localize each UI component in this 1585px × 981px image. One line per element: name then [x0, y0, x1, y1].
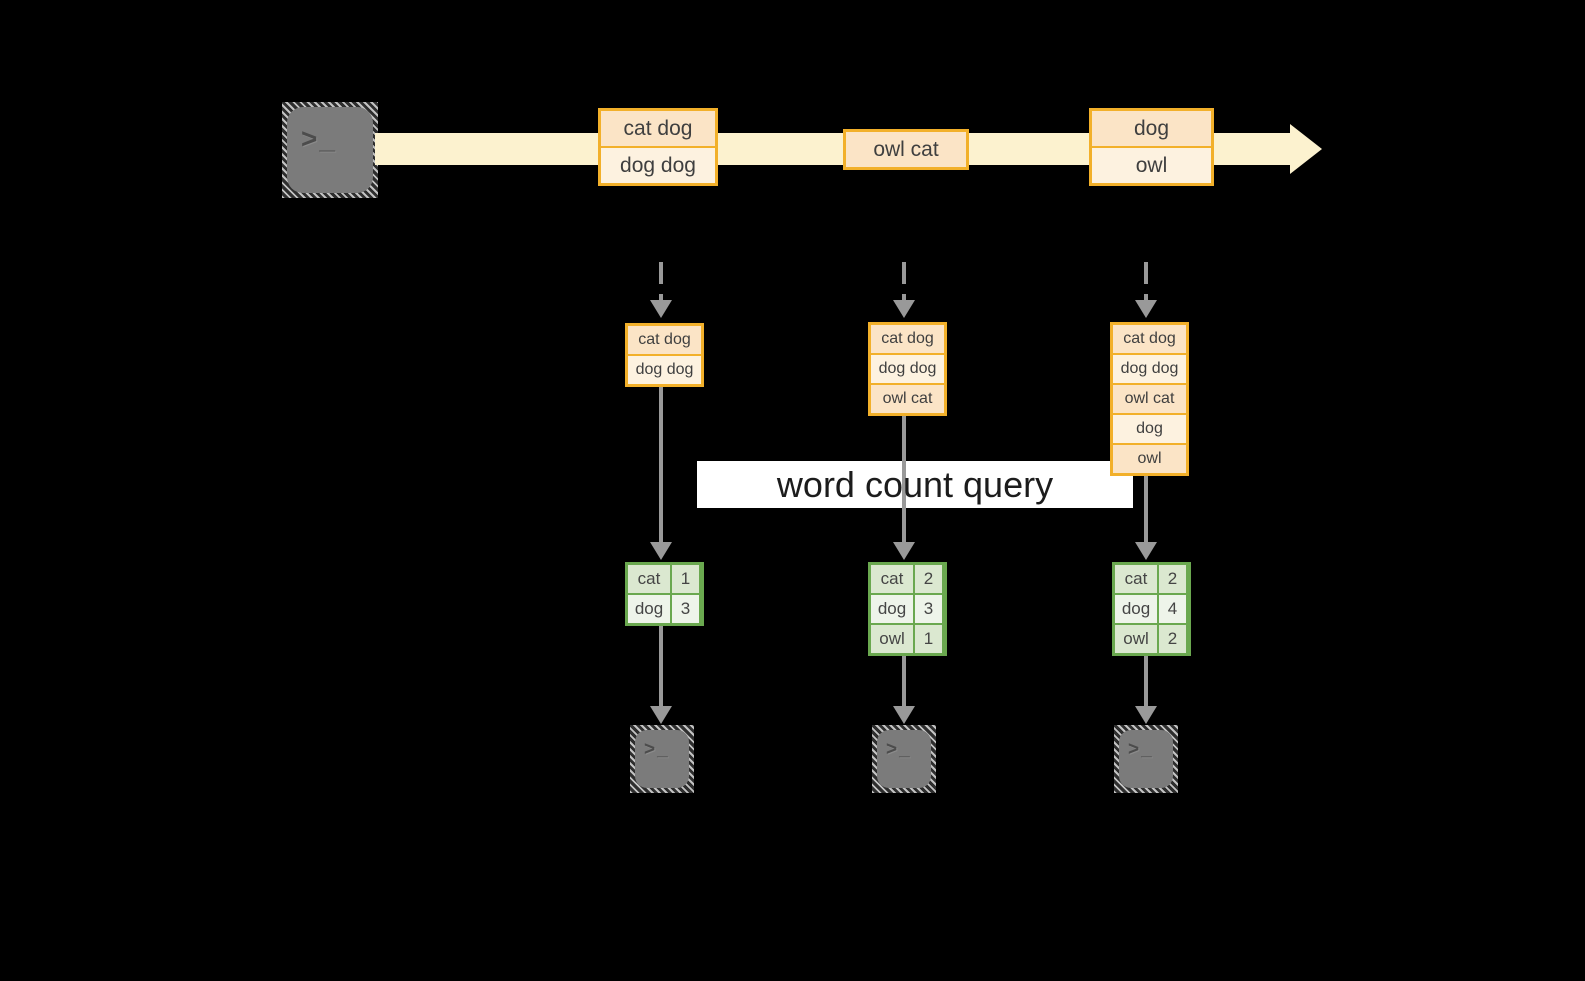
flow-line — [902, 414, 906, 542]
state-cell: dog dog — [871, 353, 944, 383]
source-terminal-icon: >_ — [282, 102, 378, 198]
count-cell: 4 — [1157, 595, 1186, 623]
prompt-glyph: >_ — [287, 107, 373, 193]
count-cell: 2 — [913, 565, 942, 593]
count-table: cat 2 dog 3 owl 1 — [868, 562, 947, 656]
stream-message-box: cat dog dog dog — [598, 108, 718, 186]
word-cell: dog — [1115, 595, 1157, 623]
dashed-arrowhead-icon — [1135, 300, 1157, 318]
message-cell: dog — [1092, 111, 1211, 146]
table-row: owl 1 — [871, 623, 944, 653]
prompt-glyph: >_ — [635, 730, 689, 788]
state-cell: dog dog — [1113, 353, 1186, 383]
output-terminal-icon: >_ — [1114, 725, 1178, 793]
word-cell: owl — [871, 625, 913, 653]
state-cell: dog — [1113, 413, 1186, 443]
count-cell: 3 — [670, 595, 699, 623]
state-cell: cat dog — [871, 325, 944, 353]
query-label: word count query — [776, 463, 1054, 505]
state-cell: owl cat — [1113, 383, 1186, 413]
message-cell: dog dog — [601, 146, 715, 183]
count-cell: 2 — [1157, 565, 1186, 593]
message-cell: owl cat — [846, 132, 966, 167]
table-row: dog 4 — [1115, 593, 1188, 623]
state-cell: owl — [1113, 443, 1186, 473]
dashed-arrowhead-icon — [893, 300, 915, 318]
table-row: cat 2 — [871, 565, 944, 593]
table-row: cat 2 — [1115, 565, 1188, 593]
table-row: cat 1 — [628, 565, 701, 593]
flow-line — [1144, 474, 1148, 542]
stream-arrowhead-icon — [1290, 124, 1322, 174]
flow-line — [1144, 656, 1148, 706]
message-cell: cat dog — [601, 111, 715, 146]
count-cell: 3 — [913, 595, 942, 623]
state-cell: cat dog — [628, 326, 701, 354]
query-banner — [697, 461, 1133, 508]
word-cell: owl — [1115, 625, 1157, 653]
count-table: cat 2 dog 4 owl 2 — [1112, 562, 1191, 656]
message-cell: owl — [1092, 146, 1211, 183]
flow-arrowhead-icon — [1135, 542, 1157, 560]
stream-message-box: dog owl — [1089, 108, 1214, 186]
table-row: dog 3 — [871, 593, 944, 623]
table-row: owl 2 — [1115, 623, 1188, 653]
word-cell: cat — [1115, 565, 1157, 593]
state-buffer: cat dog dog dog owl cat — [868, 322, 947, 416]
prompt-glyph: >_ — [877, 730, 931, 788]
word-cell: cat — [628, 565, 670, 593]
count-cell: 1 — [670, 565, 699, 593]
dashed-arrowhead-icon — [650, 300, 672, 318]
word-cell: dog — [871, 595, 913, 623]
flow-arrowhead-icon — [1135, 706, 1157, 724]
table-row: dog 3 — [628, 593, 701, 623]
dashed-arrow — [1144, 262, 1148, 300]
dashed-arrow — [902, 262, 906, 300]
state-buffer: cat dog dog dog — [625, 323, 704, 387]
stream-message-box: owl cat — [843, 129, 969, 170]
state-cell: owl cat — [871, 383, 944, 413]
prompt-glyph: >_ — [1119, 730, 1173, 788]
flow-arrowhead-icon — [650, 542, 672, 560]
state-cell: dog dog — [628, 354, 701, 384]
dashed-arrow — [659, 262, 663, 300]
count-table: cat 1 dog 3 — [625, 562, 704, 626]
flow-line — [659, 626, 663, 706]
flow-arrowhead-icon — [893, 542, 915, 560]
state-cell: cat dog — [1113, 325, 1186, 353]
count-cell: 1 — [913, 625, 942, 653]
output-terminal-icon: >_ — [872, 725, 936, 793]
word-cell: dog — [628, 595, 670, 623]
flow-line — [902, 656, 906, 706]
state-buffer: cat dog dog dog owl cat dog owl — [1110, 322, 1189, 476]
flow-line — [659, 385, 663, 542]
count-cell: 2 — [1157, 625, 1186, 653]
flow-arrowhead-icon — [893, 706, 915, 724]
word-cell: cat — [871, 565, 913, 593]
output-terminal-icon: >_ — [630, 725, 694, 793]
flow-arrowhead-icon — [650, 706, 672, 724]
